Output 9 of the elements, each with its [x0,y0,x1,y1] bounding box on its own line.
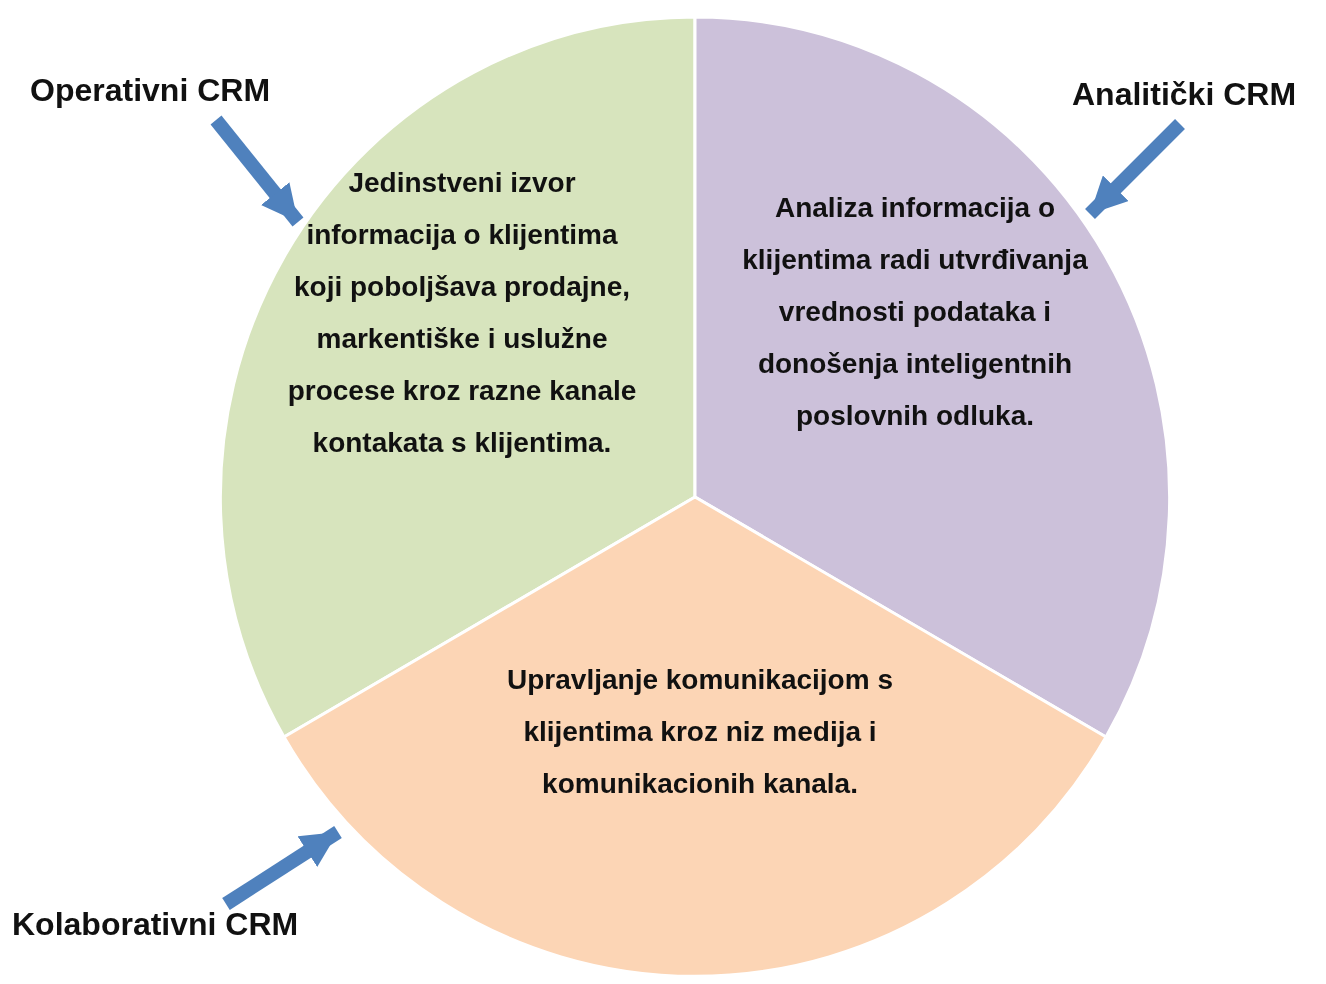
arrow [222,826,342,910]
segment-text: Upravljanje komunikacijom s klijentima kroz niz medija i komunikacionih kanala. [506,663,894,801]
segment-text: Analiza informacija o klijentima radi utvrđivanja vrednosti podataka i donošenja inteligentnih poslovnih odluka. [741,191,1089,433]
category-label: Analitički CRM [1072,76,1322,122]
segment-text: Jedinstveni izvor informacija o klijentima koji poboljšava prodajne, markentiške i uslužne procese kroz razne kanale kontakata s klijentima. [286,166,638,460]
category-label: Kolaborativni CRM [12,906,332,952]
category-label: Operativni CRM [30,72,302,118]
arrow [1085,119,1185,219]
arrow [210,115,304,227]
